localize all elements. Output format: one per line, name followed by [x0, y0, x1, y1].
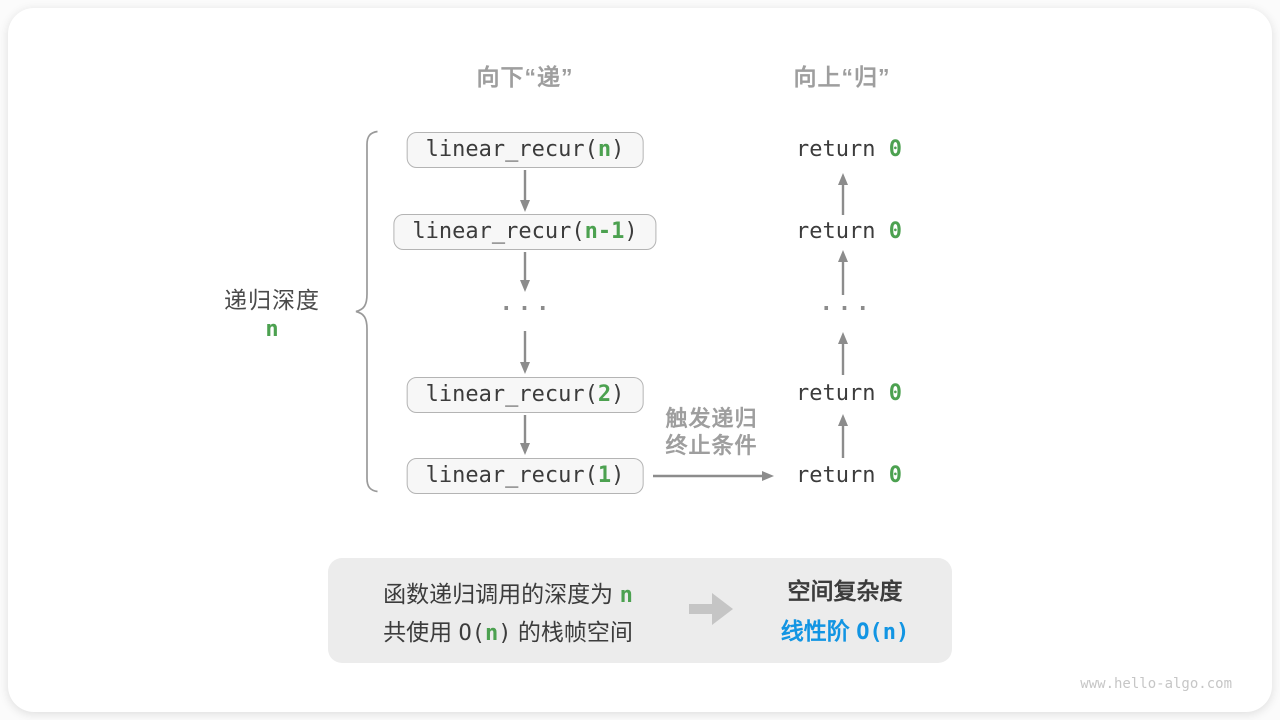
result-big-o-open: O(: [856, 620, 883, 645]
ellipsis-return-column: ...: [819, 291, 875, 316]
call-arg: 2: [597, 382, 612, 407]
return-label-2: return 0: [796, 218, 902, 246]
call-text: linear_recur(: [425, 463, 598, 488]
call-box-n: linear_recur(n): [406, 132, 644, 168]
call-arg: 1: [597, 463, 612, 488]
call-arg: n: [597, 137, 612, 162]
recursion-depth-label: 递归深度: [224, 287, 320, 313]
summary-text: 共使用: [383, 619, 459, 645]
call-arg: n-1: [584, 219, 625, 244]
call-text: linear_recur(: [412, 219, 585, 244]
return-value: 0: [888, 137, 902, 162]
result-big-o-n: n: [882, 620, 896, 645]
return-label-1: return 0: [796, 136, 902, 164]
call-text: ): [611, 137, 625, 162]
summary-panel: [328, 558, 952, 663]
ellipsis-call-column: ...: [499, 291, 555, 316]
trigger-line-2: 终止条件: [665, 433, 758, 458]
summary-text: 的栈帧空间: [511, 619, 633, 645]
watermark: www.hello-algo.com: [1080, 676, 1232, 692]
call-text: ): [611, 382, 625, 407]
result-big-o-close: ): [895, 620, 910, 645]
trigger-line-1: 触发递归: [665, 406, 758, 431]
trigger-condition-label: 触发递归 终止条件: [634, 405, 789, 459]
return-text: return: [796, 463, 889, 488]
return-value: 0: [888, 219, 902, 244]
return-text: return: [796, 381, 889, 406]
result-text: 线性阶: [780, 618, 857, 644]
call-box-n-1: linear_recur(n-1): [393, 214, 657, 250]
call-text: ): [624, 219, 638, 244]
summary-text: 函数递归调用的深度为: [383, 581, 620, 607]
big-o-open: O(: [458, 621, 486, 646]
return-label-4: return 0: [796, 462, 902, 490]
space-complexity-title: 空间复杂度: [787, 578, 903, 604]
call-box-2: linear_recur(2): [406, 377, 644, 413]
call-text: linear_recur(: [425, 137, 598, 162]
return-label-3: return 0: [796, 380, 902, 408]
call-text: ): [611, 463, 625, 488]
return-value: 0: [888, 381, 902, 406]
big-o-close: ): [498, 621, 512, 646]
call-text: linear_recur(: [425, 382, 598, 407]
summary-line-1: 函数递归调用的深度为 n: [328, 581, 688, 609]
return-text: return: [796, 219, 889, 244]
call-box-1: linear_recur(1): [406, 458, 644, 494]
summary-line-2: 共使用 O(n) 的栈帧空间: [328, 619, 688, 647]
big-o-n: n: [485, 621, 499, 646]
summary-n-value: n: [619, 583, 633, 608]
return-text: return: [796, 137, 889, 162]
header-return-up: 向上“归”: [793, 64, 891, 90]
return-value: 0: [888, 463, 902, 488]
space-complexity-result: 线性阶 O(n): [750, 618, 940, 646]
recursion-depth-value: n: [265, 317, 279, 342]
header-recurse-down: 向下“递”: [476, 64, 574, 90]
